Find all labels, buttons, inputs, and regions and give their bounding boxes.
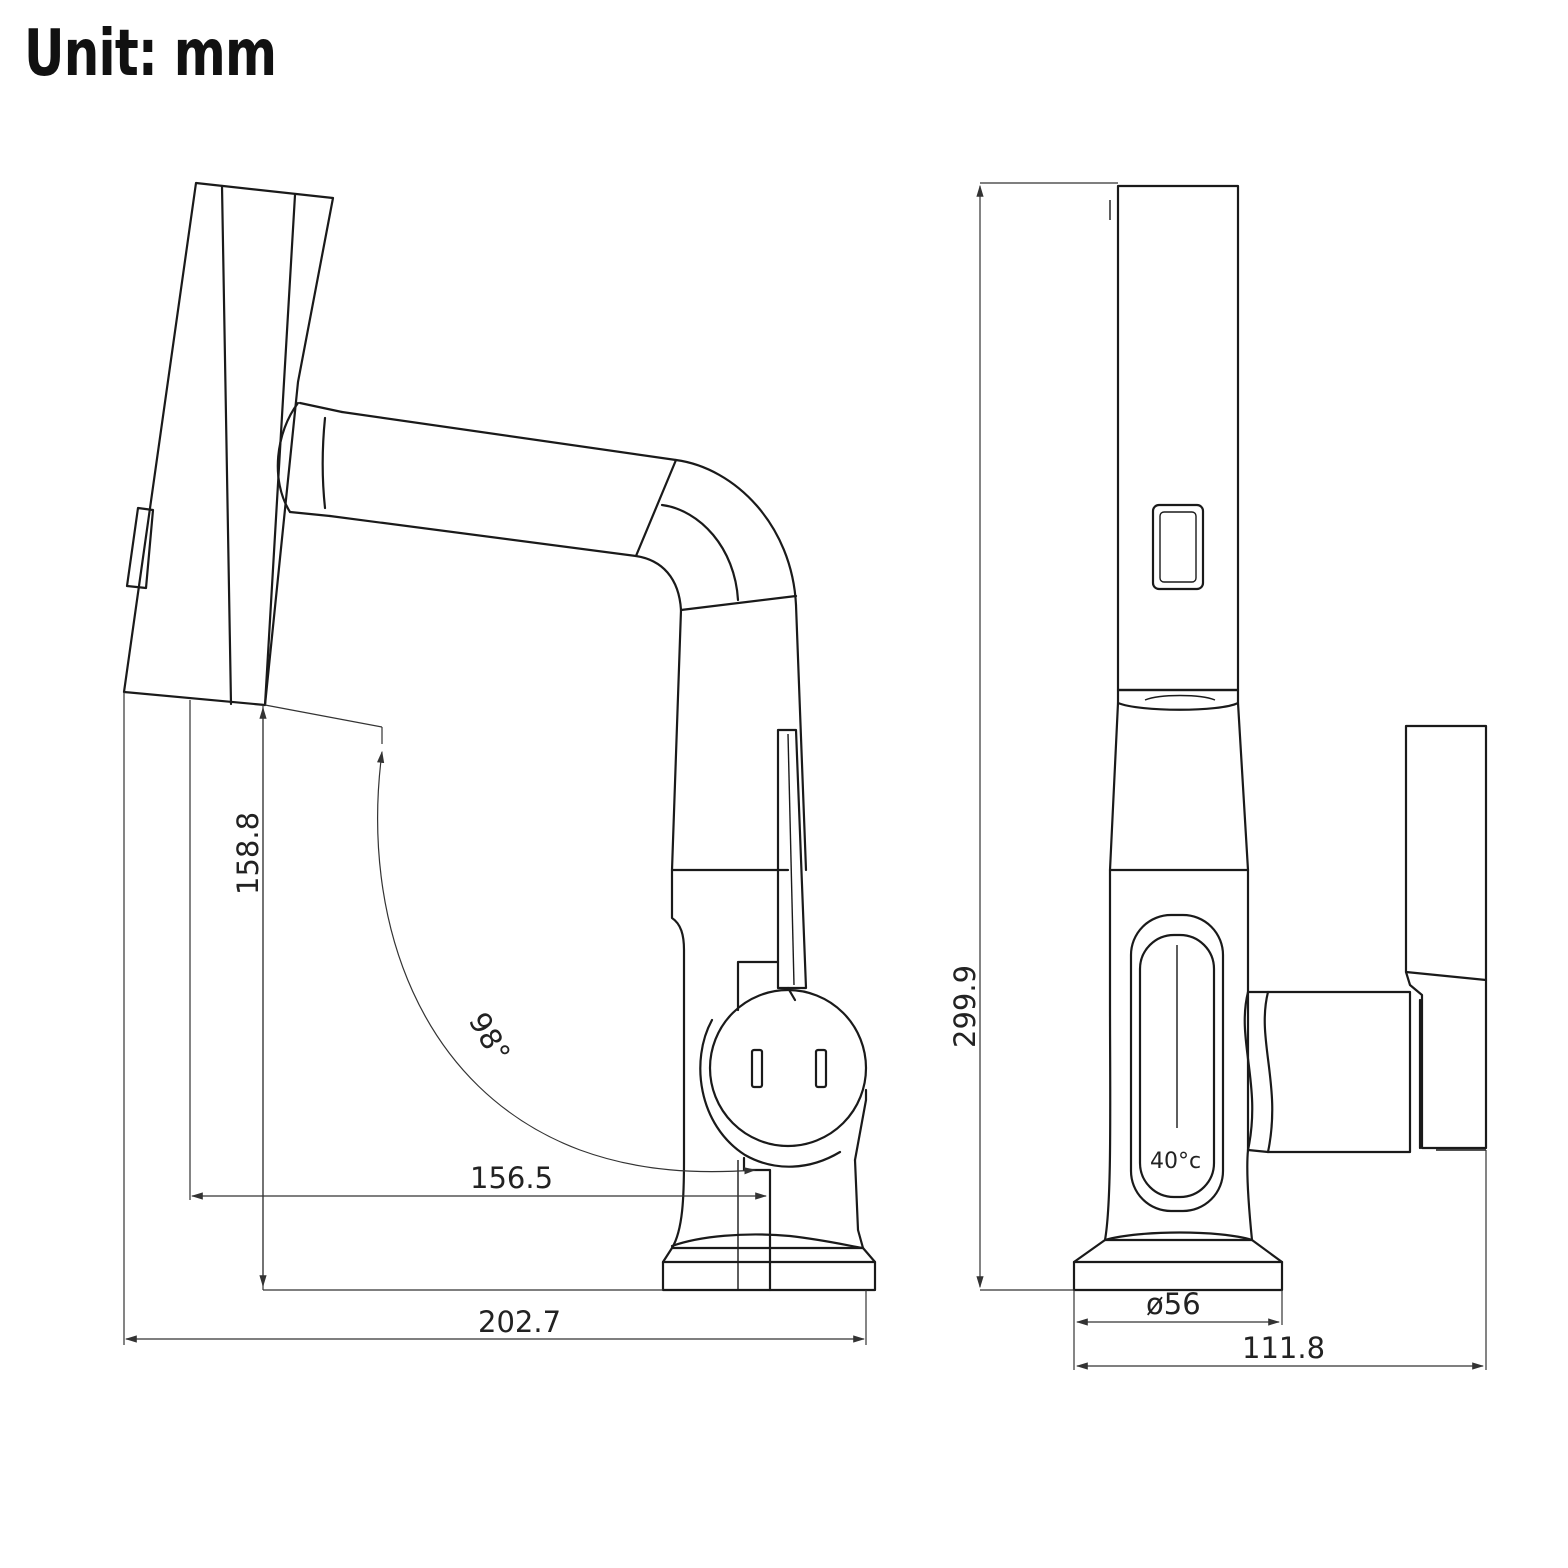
dim-reach-spout: 156.5 (470, 1161, 553, 1195)
dim-height-spout: 158.8 (231, 812, 265, 895)
handle-connector (1246, 990, 1412, 1154)
unit-label: Unit: mm (24, 17, 277, 91)
dim-total-width: 111.8 (1242, 1331, 1325, 1365)
display-window (1129, 913, 1225, 1213)
front-view: 40°c 299.9 ø56 111.8 (948, 182, 1488, 1370)
spray-head (122, 181, 335, 707)
temperature-display: 40°c (1150, 1149, 1201, 1174)
arm-joint (276, 401, 300, 514)
spray-button (125, 506, 155, 590)
nozzle (1116, 688, 1240, 711)
spout-arm (340, 410, 798, 607)
front-body (1103, 868, 1254, 1242)
side-view: 98° 158.8 156.5 202.7 (122, 181, 877, 1345)
dim-total-depth: 202.7 (478, 1305, 561, 1339)
front-base-plate (1072, 1260, 1284, 1292)
handle-disc (708, 988, 868, 1148)
handle-lever (776, 728, 808, 990)
front-spray-button (1151, 503, 1205, 591)
faucet-body (670, 603, 808, 872)
dim-base-diameter: ø56 (1146, 1287, 1201, 1321)
angle-arc (377, 750, 757, 1175)
dim-total-height: 299.9 (948, 965, 982, 1048)
front-spray-head (1116, 184, 1240, 692)
front-handle-lever (1404, 724, 1488, 1150)
angle-label: 98° (462, 1007, 517, 1069)
